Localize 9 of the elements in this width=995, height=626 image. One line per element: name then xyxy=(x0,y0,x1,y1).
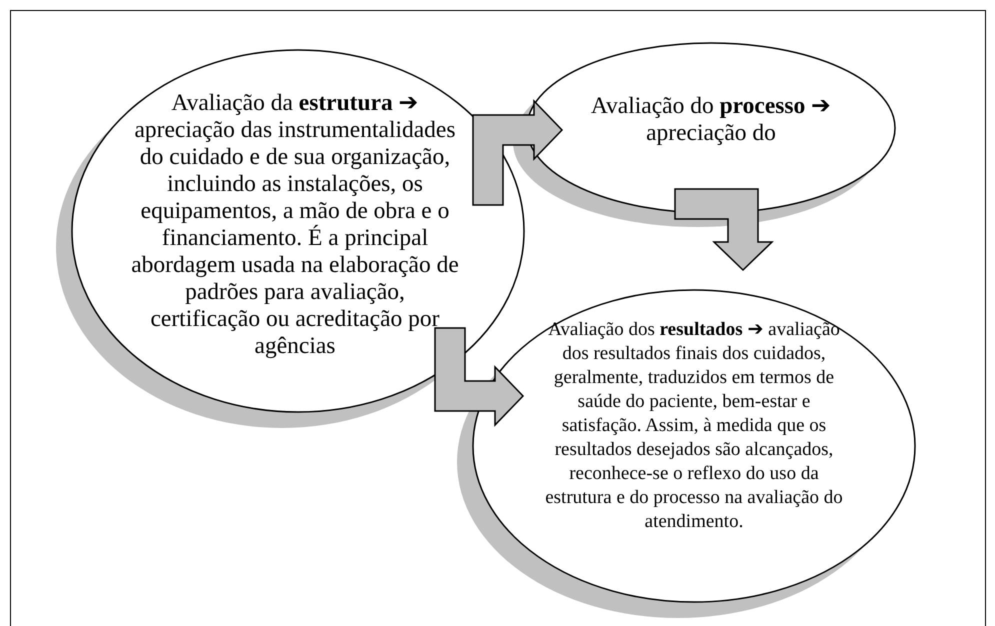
bent-block-arrow xyxy=(472,99,564,206)
node-text: Avaliação do processo ➔ apreciação do xyxy=(590,93,832,147)
ellipse-shape xyxy=(456,289,916,619)
ellipse-shape xyxy=(512,42,896,228)
node-text: Avaliação da estrutura ➔ apreciação das instrumentalidades do cuidado e de sua organização, incluindo as instalações, os equipamentos, a mão de obra e o financiamento. É a principal abordagem usada na elaboração de padrões para avaliação, certificação ou acreditação por agências xyxy=(130,90,460,360)
node-text: Avaliação dos resultados ➔ avaliação dos resultados finais dos cuidados, geralmente, traduzidos em termos de saúde do paciente, bem-estar e satisfação. Assim, à medida que os resultados desejados são alcançados, reconhece-se o reflexo do uso da estrutura e do processo na avaliação do atendimento. xyxy=(544,318,844,534)
bent-block-arrow xyxy=(674,188,774,272)
bent-block-arrow xyxy=(434,327,524,427)
ellipse-shape xyxy=(55,49,525,429)
